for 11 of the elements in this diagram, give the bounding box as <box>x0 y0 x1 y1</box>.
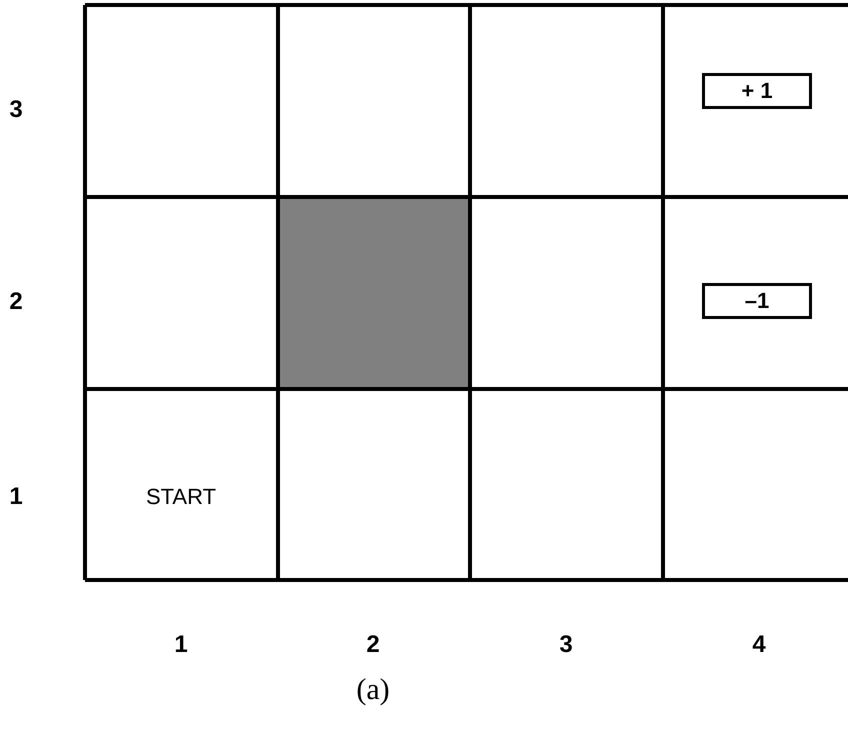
column-number: 3 <box>559 631 573 659</box>
row-number: 2 <box>9 288 23 316</box>
reward-box: + 1 <box>702 73 812 109</box>
row-number: 3 <box>9 96 23 124</box>
column-number: 1 <box>174 631 188 659</box>
column-number: 4 <box>752 631 766 659</box>
column-number: 2 <box>366 631 380 659</box>
figure-caption: (a) <box>356 673 390 707</box>
row-number: 1 <box>9 483 23 511</box>
start-label: START <box>146 484 216 510</box>
reward-box: –1 <box>702 283 812 319</box>
